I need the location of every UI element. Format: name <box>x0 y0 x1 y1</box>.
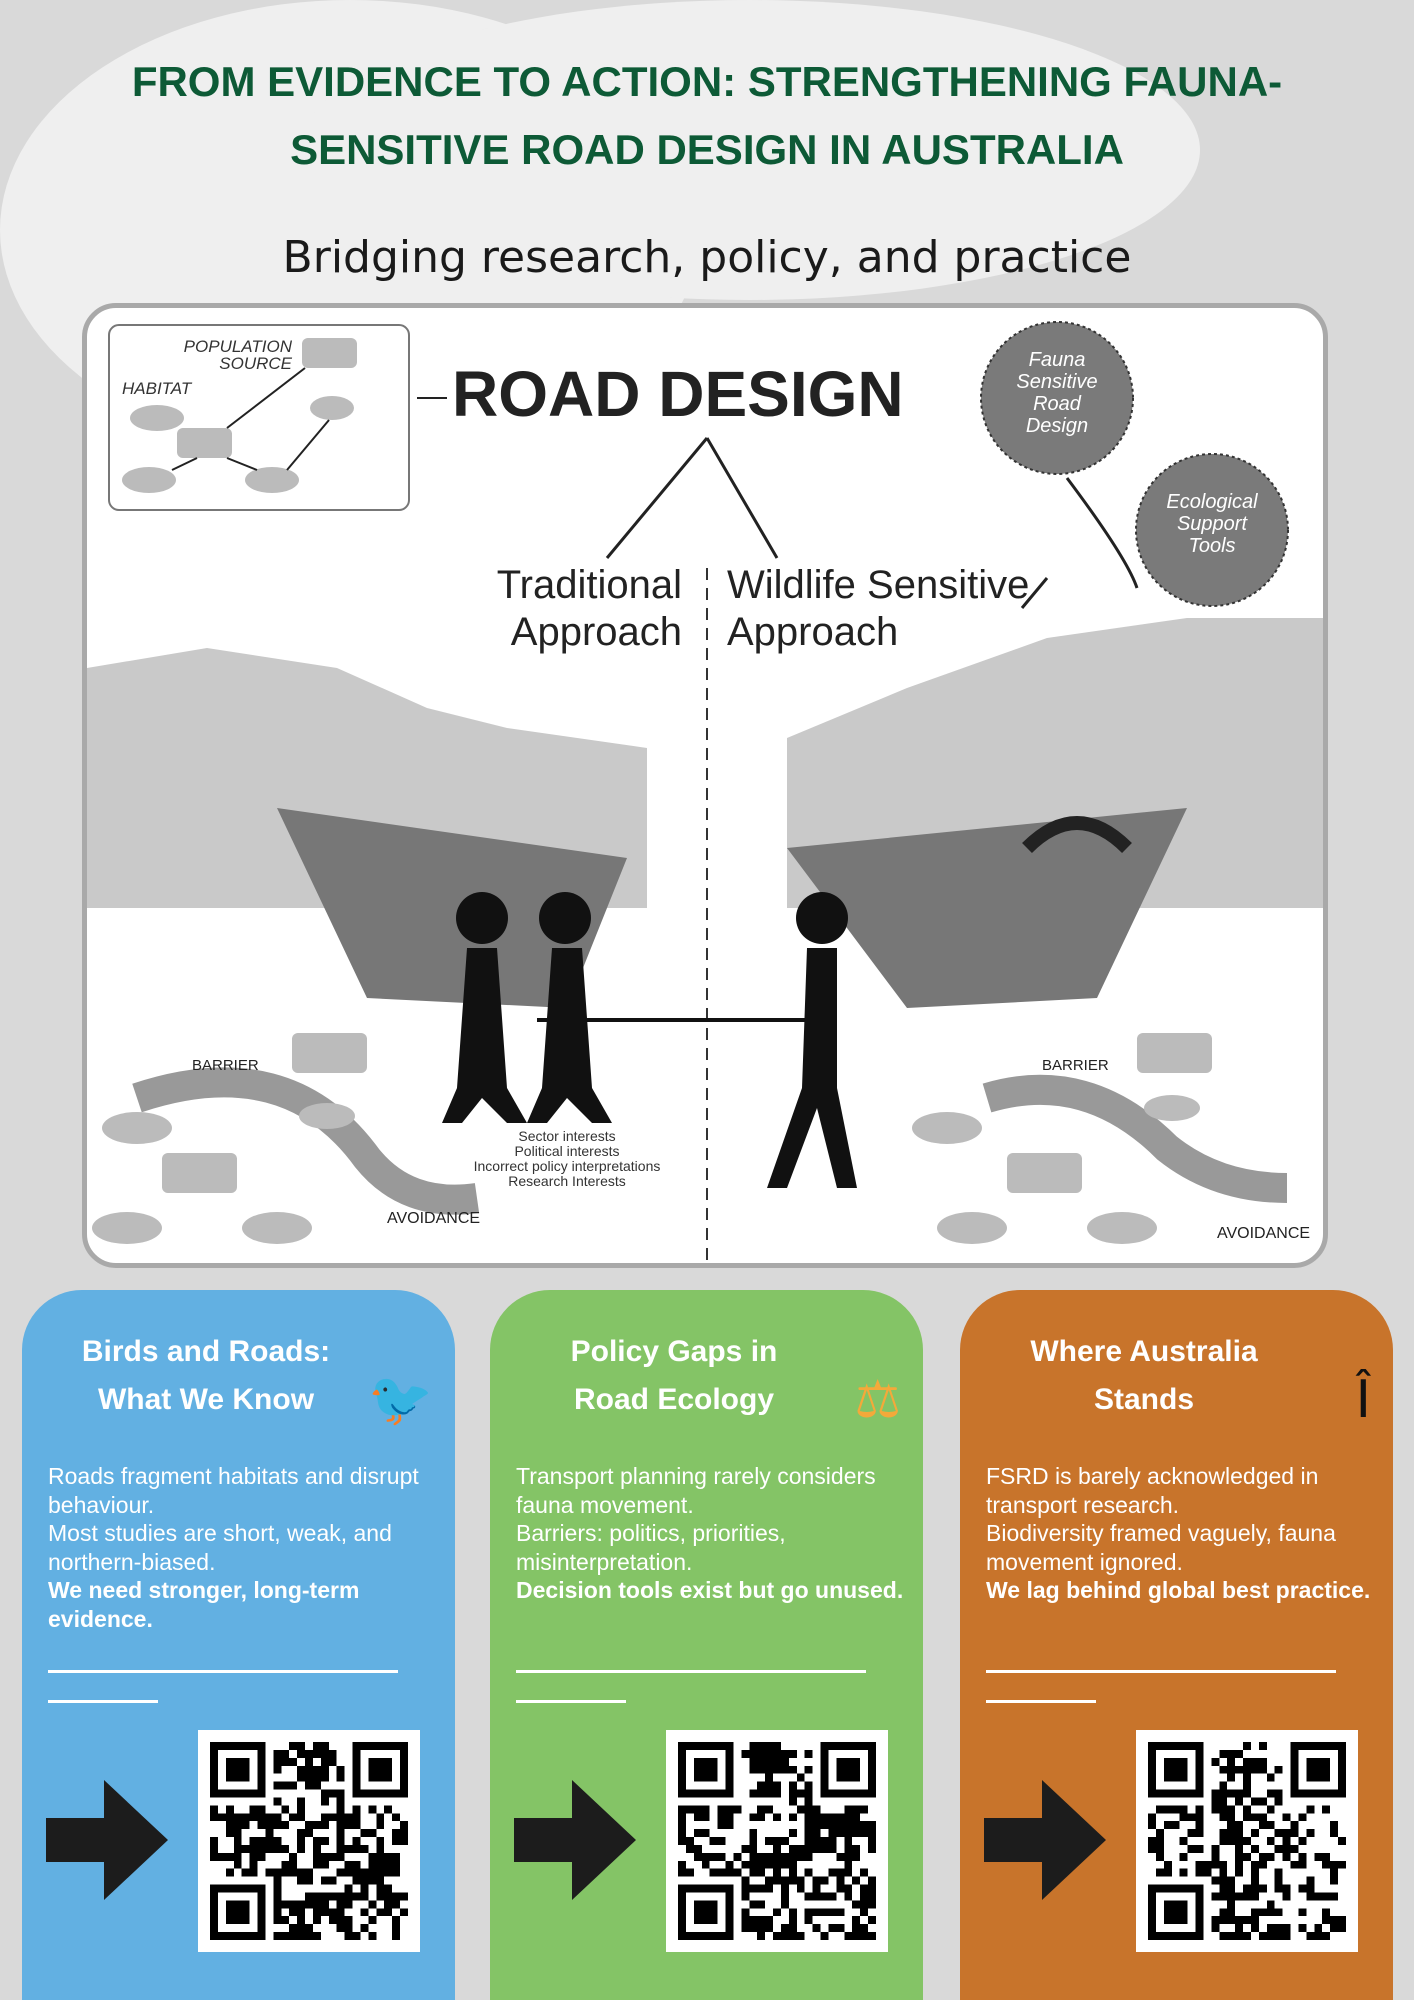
divider <box>48 1670 398 1673</box>
card-body: Roads fragment habitats and disrupt beha… <box>48 1462 438 1633</box>
tug-of-war-figures <box>442 892 857 1188</box>
divider <box>516 1700 626 1703</box>
divider <box>986 1700 1096 1703</box>
avoidance-label-left: AVOIDANCE <box>387 1210 480 1227</box>
card-birds-and-roads: Birds and Roads:What We Know 🐦 Roads fra… <box>22 1290 455 2000</box>
population-label: POPULATION <box>184 337 293 356</box>
card-emphasis: We need stronger, long-term evidence. <box>48 1577 360 1632</box>
qr-code[interactable] <box>666 1730 888 1952</box>
title-line-2: SENSITIVE ROAD DESIGN IN AUSTRALIA <box>290 126 1124 173</box>
subtitle: Bridging research, policy, and practice <box>282 232 1132 283</box>
habitat-label: HABITAT <box>122 379 193 398</box>
barrier-road-left <box>132 1067 480 1215</box>
title-line-1: FROM EVIDENCE TO ACTION: STRENGTHENING F… <box>131 58 1283 105</box>
card-text: Biodiversity framed vaguely, fauna movem… <box>986 1520 1336 1575</box>
bird-icon: 🐦 <box>368 1370 433 1430</box>
divider <box>48 1700 158 1703</box>
road-left <box>277 808 627 1008</box>
barrier-label-left: BARRIER <box>192 1057 259 1074</box>
road-right <box>787 808 1187 1008</box>
arrow-right-icon <box>984 1780 1106 1900</box>
arrow-right-icon <box>46 1780 168 1900</box>
qr-code[interactable] <box>198 1730 420 1952</box>
card-emphasis: Decision tools exist but go unused. <box>516 1577 904 1603</box>
card-text: FSRD is barely acknowledged in transport… <box>986 1463 1319 1518</box>
network-arrows <box>171 367 447 471</box>
divider <box>516 1670 866 1673</box>
card-text: Transport planning rarely considers faun… <box>516 1463 876 1518</box>
card-body: FSRD is barely acknowledged in transport… <box>986 1462 1376 1605</box>
source-label: SOURCE <box>219 354 292 373</box>
arrow-right-icon <box>514 1780 636 1900</box>
barrier-road-right <box>982 1074 1288 1203</box>
card-text: Most studies are short, weak, and northe… <box>48 1520 392 1575</box>
card-emphasis: We lag behind global best practice. <box>986 1577 1371 1603</box>
barrier-label-right: BARRIER <box>1042 1057 1109 1074</box>
caret-i-icon: Î <box>1355 1370 1371 1430</box>
card-text: Barriers: politics, priorities, misinter… <box>516 1520 786 1575</box>
wildlife-overpass <box>1022 816 1132 854</box>
habitat-node-icons <box>122 338 357 493</box>
habitat-nodes-bottom <box>92 1033 1212 1244</box>
scales-icon: ⚖ <box>854 1370 901 1430</box>
divider <box>986 1670 1336 1673</box>
qr-code[interactable] <box>1136 1730 1358 1952</box>
page-title: FROM EVIDENCE TO ACTION: STRENGTHENING F… <box>20 48 1394 184</box>
card-body: Transport planning rarely considers faun… <box>516 1462 906 1605</box>
card-text: Roads fragment habitats and disrupt beha… <box>48 1463 419 1518</box>
card-title: Birds and Roads:What We Know <box>81 1335 331 1416</box>
avoidance-label-right: AVOIDANCE <box>1217 1225 1310 1242</box>
road-design-heading: ROAD DESIGN <box>452 358 904 430</box>
road-design-illustration: POPULATION SOURCE HABITAT ROAD DESIGN Fa… <box>82 303 1328 1268</box>
background-blob <box>300 0 1200 300</box>
